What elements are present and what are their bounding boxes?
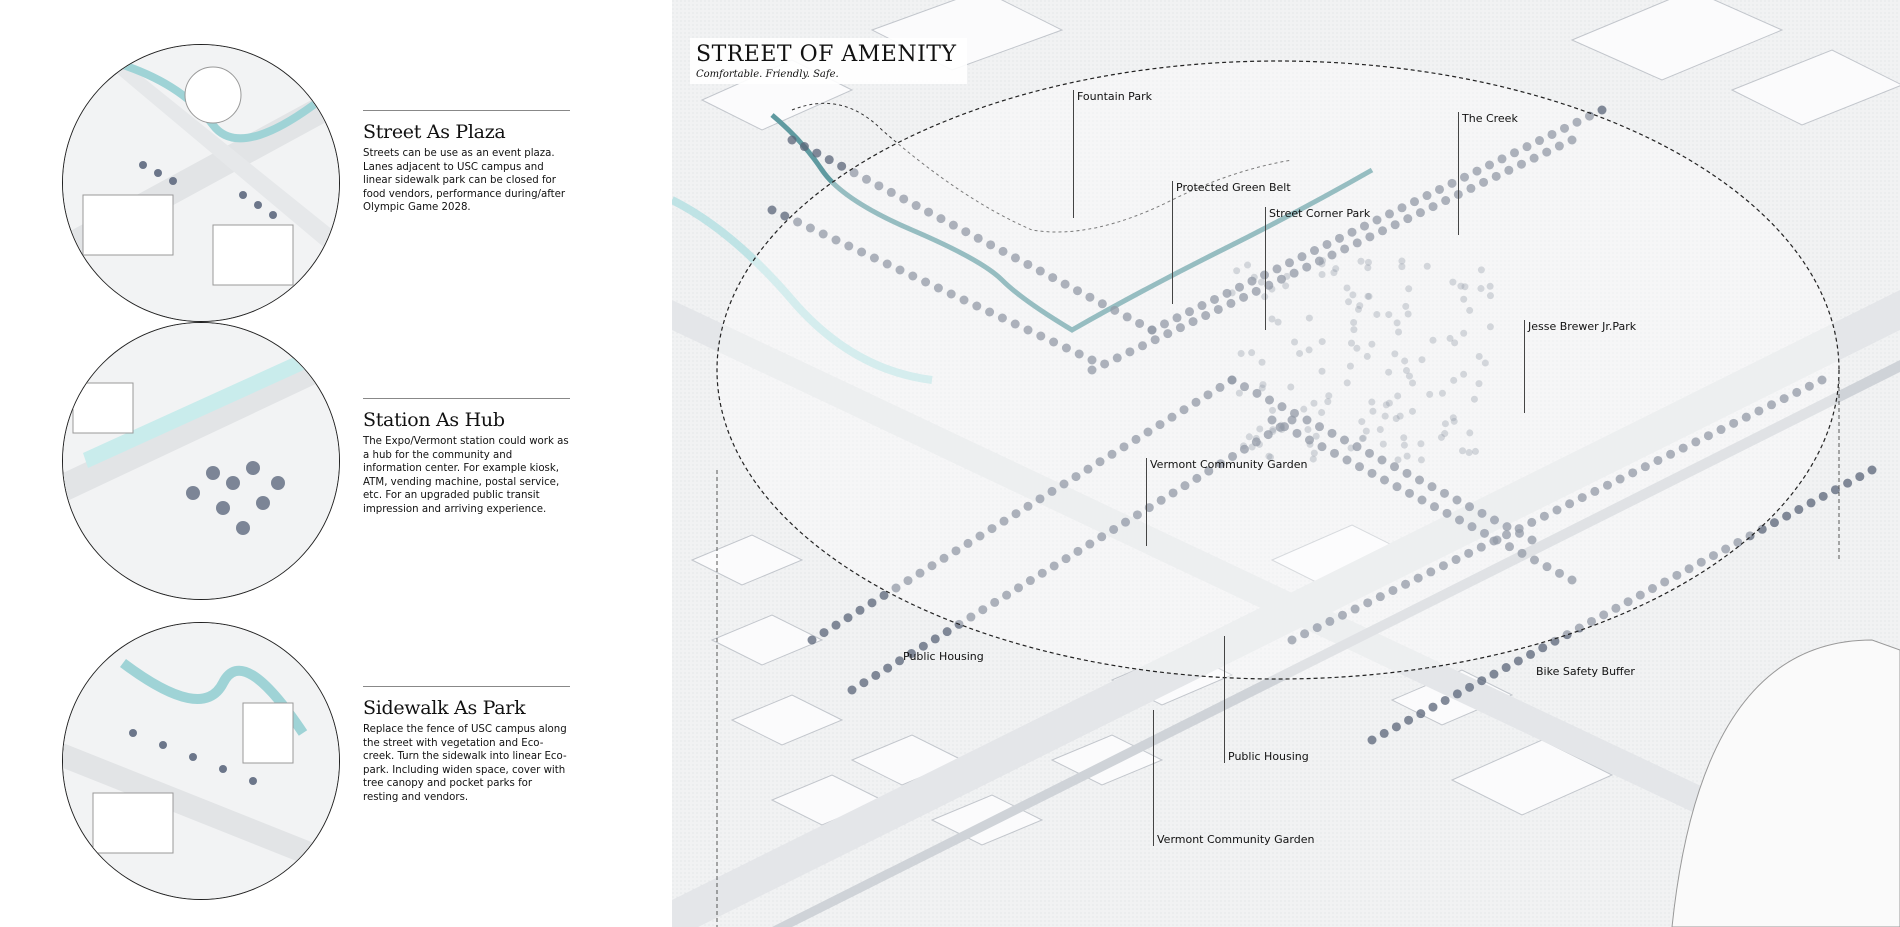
tree bbox=[820, 628, 829, 637]
label-jesse-brewer-park: Jesse Brewer Jr.Park bbox=[1524, 320, 1636, 333]
tree bbox=[1489, 670, 1498, 679]
tree bbox=[848, 686, 857, 695]
label-vermont-community-garden: Vermont Community Garden bbox=[1146, 458, 1307, 471]
section-body: The Expo/Vermont station could work as a… bbox=[363, 435, 570, 516]
leader-line bbox=[1458, 125, 1459, 235]
tree bbox=[1428, 703, 1437, 712]
tree bbox=[1392, 722, 1401, 731]
tree bbox=[780, 212, 789, 221]
tree bbox=[825, 155, 834, 164]
tree bbox=[1441, 696, 1450, 705]
label-the-creek: The Creek bbox=[1458, 112, 1518, 125]
tree bbox=[844, 613, 853, 622]
label-fountain-park: Fountain Park bbox=[1073, 90, 1152, 103]
vignette-street-as-plaza bbox=[62, 44, 340, 322]
tree bbox=[768, 206, 777, 215]
tree bbox=[1380, 729, 1389, 738]
tree bbox=[868, 598, 877, 607]
label-street-corner-park: Street Corner Park bbox=[1265, 207, 1370, 220]
tree bbox=[1368, 736, 1377, 745]
leader-line bbox=[1146, 471, 1147, 546]
vignette-station-as-hub bbox=[62, 322, 340, 600]
tree bbox=[1453, 689, 1462, 698]
tree bbox=[832, 621, 841, 630]
leader-line bbox=[1153, 710, 1154, 833]
tree bbox=[943, 627, 952, 636]
tree bbox=[1770, 518, 1779, 527]
page-subtitle: Comfortable. Friendly. Safe. bbox=[696, 69, 957, 80]
tree bbox=[1782, 512, 1791, 521]
tree bbox=[1514, 656, 1523, 665]
title-block: STREET OF AMENITY Comfortable. Friendly.… bbox=[690, 38, 967, 84]
tree bbox=[1477, 676, 1486, 685]
section-station-as-hub: Station As Hub The Expo/Vermont station … bbox=[363, 398, 570, 516]
section-heading: Station As Hub bbox=[363, 409, 570, 431]
section-sidewalk-as-park: Sidewalk As Park Replace the fence of US… bbox=[363, 686, 570, 804]
leader-line bbox=[1224, 636, 1225, 750]
label-vermont-community-garden-2: Vermont Community Garden bbox=[1153, 833, 1314, 846]
tree bbox=[1416, 709, 1425, 718]
tree bbox=[871, 671, 880, 680]
section-heading: Sidewalk As Park bbox=[363, 697, 570, 719]
label-public-housing: Public Housing bbox=[900, 650, 984, 663]
vignette-sidewalk-as-park bbox=[62, 622, 340, 900]
divider bbox=[363, 686, 570, 687]
section-heading: Street As Plaza bbox=[363, 121, 570, 143]
tree bbox=[808, 636, 817, 645]
tree bbox=[856, 606, 865, 615]
section-body: Streets can be use as an event plaza. La… bbox=[363, 147, 570, 215]
tree bbox=[1807, 498, 1816, 507]
section-body: Replace the fence of USC campus along th… bbox=[363, 723, 570, 804]
tree bbox=[1502, 663, 1511, 672]
tree bbox=[883, 664, 892, 673]
tree bbox=[931, 634, 940, 643]
tree bbox=[1526, 650, 1535, 659]
tree bbox=[1538, 643, 1547, 652]
tree bbox=[1465, 683, 1474, 692]
page-title: STREET OF AMENITY bbox=[696, 42, 957, 67]
tree bbox=[788, 136, 797, 145]
leader-line bbox=[1265, 220, 1266, 330]
leader-line bbox=[1172, 194, 1173, 304]
tree bbox=[1868, 466, 1877, 475]
tree bbox=[1404, 716, 1413, 725]
tree bbox=[837, 162, 846, 171]
left-panel: Street As Plaza Streets can be use as an… bbox=[0, 0, 672, 927]
leader-line bbox=[1073, 103, 1074, 218]
leader-line bbox=[1524, 333, 1525, 413]
tree bbox=[1794, 505, 1803, 514]
tree bbox=[1598, 106, 1607, 115]
section-street-as-plaza: Street As Plaza Streets can be use as an… bbox=[363, 110, 570, 215]
divider bbox=[363, 398, 570, 399]
label-bike-safety-buffer: Bike Safety Buffer bbox=[1533, 665, 1635, 678]
tree bbox=[859, 678, 868, 687]
tree bbox=[812, 149, 821, 158]
divider bbox=[363, 110, 570, 111]
tree bbox=[1843, 479, 1852, 488]
label-protected-green-belt: Protected Green Belt bbox=[1172, 181, 1291, 194]
tree bbox=[1855, 472, 1864, 481]
tree bbox=[800, 142, 809, 151]
tree bbox=[1819, 492, 1828, 501]
label-public-housing-2: Public Housing bbox=[1224, 750, 1309, 763]
